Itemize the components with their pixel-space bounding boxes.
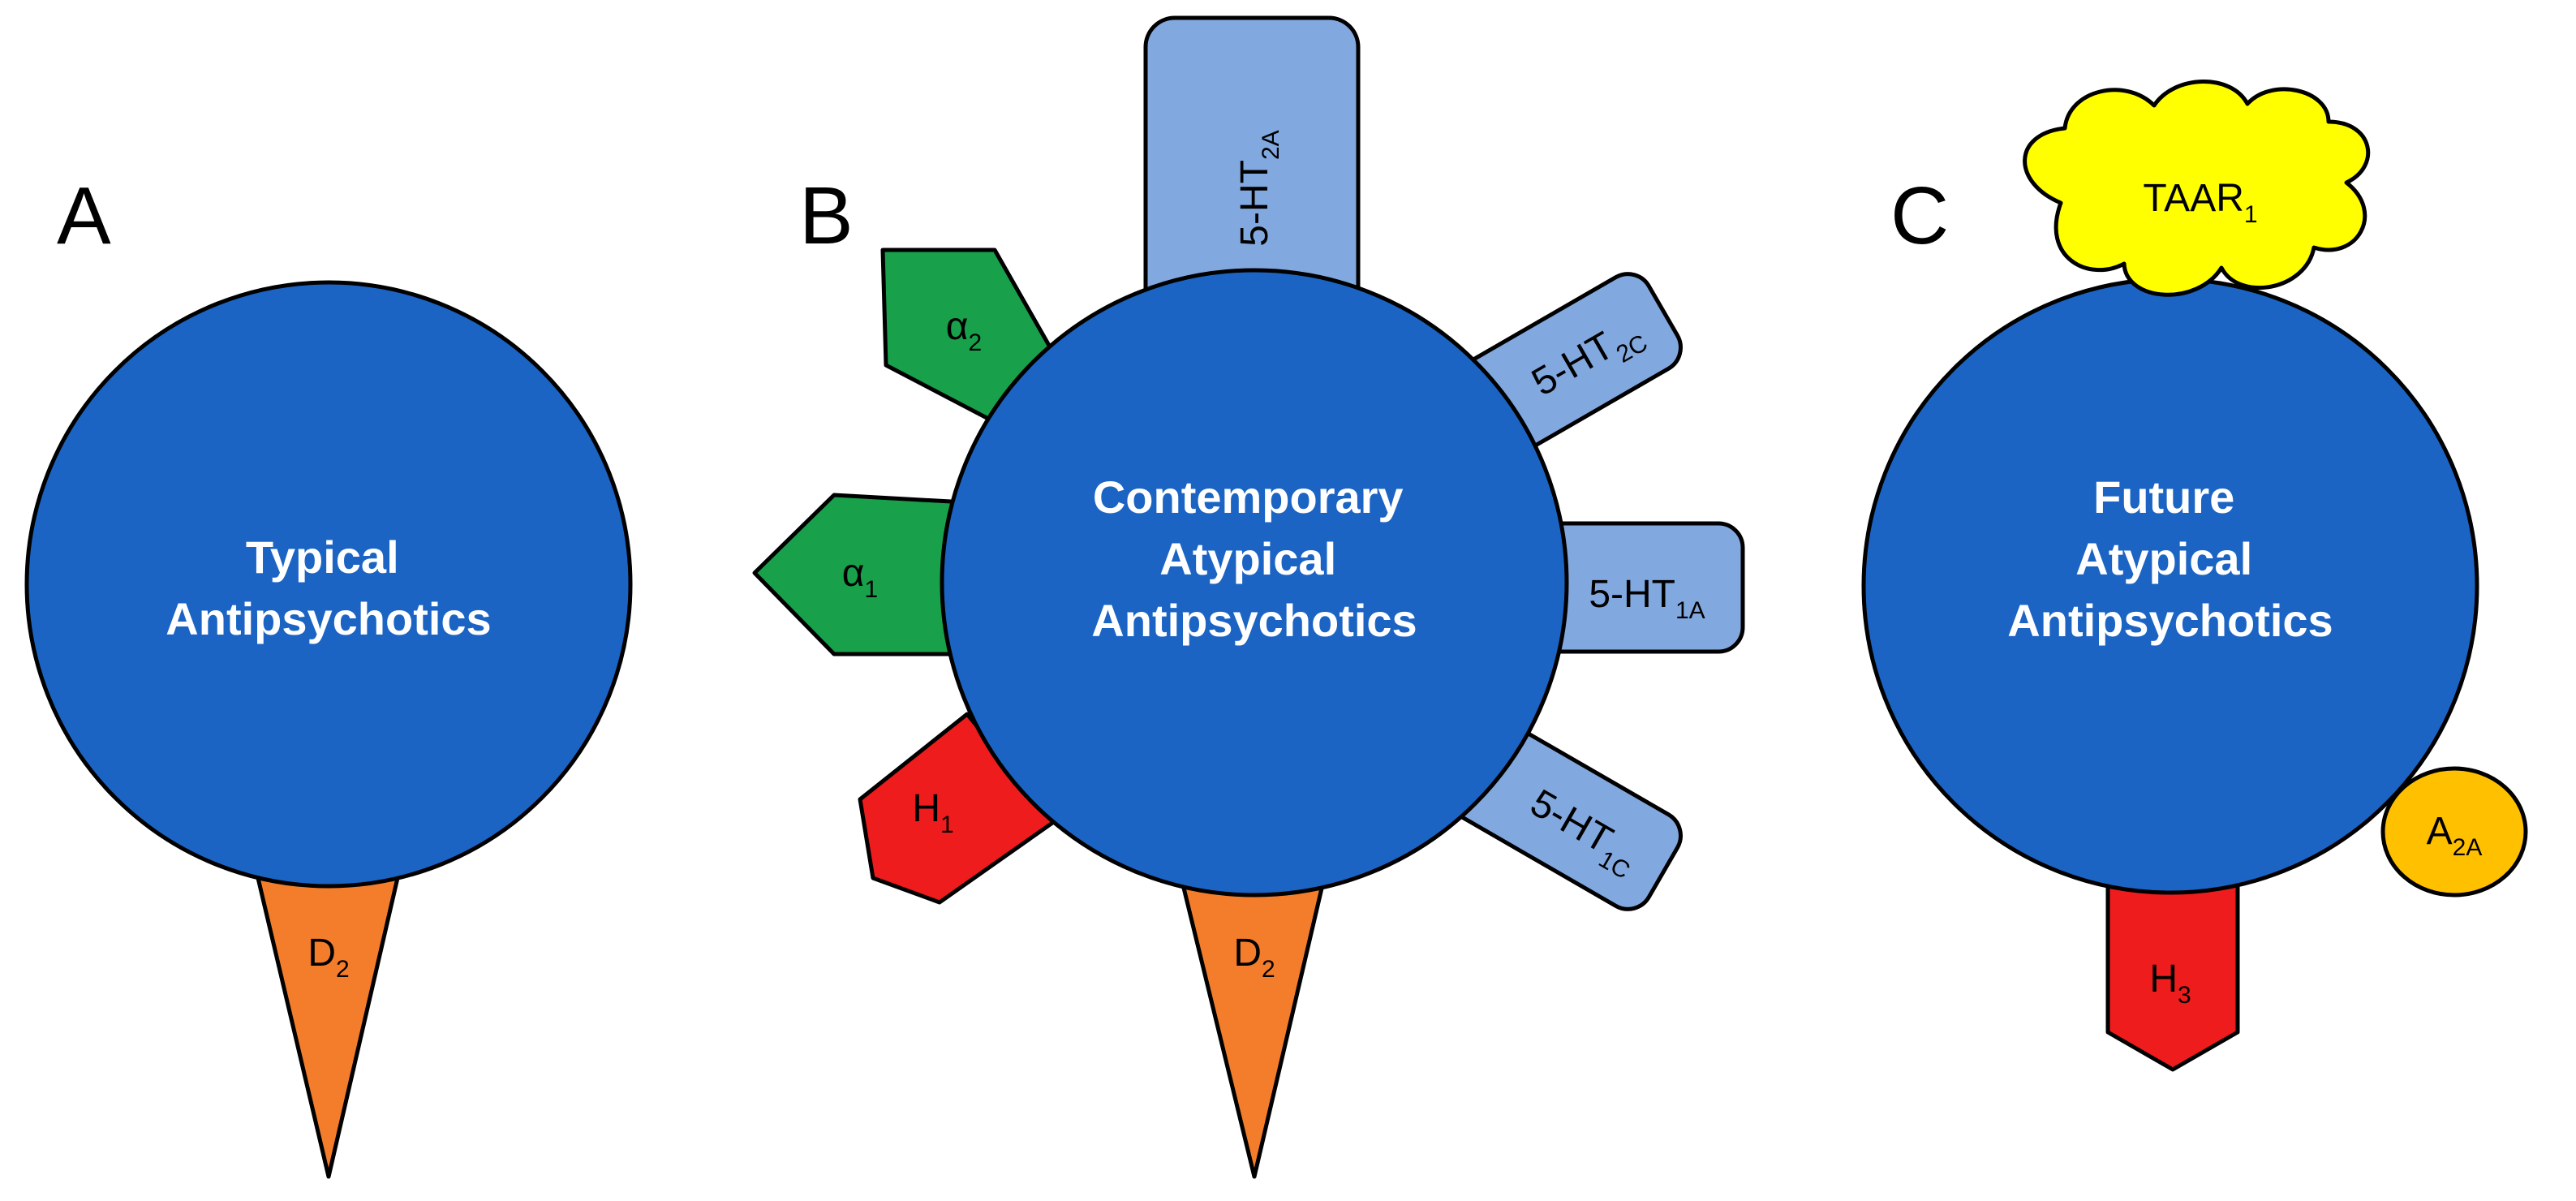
d2-label-b-base: D (1233, 932, 1262, 975)
circle-label-a: Typical Antipsychotics (166, 532, 491, 644)
a2a-label-base: A (2427, 810, 2453, 853)
alpha2-label-base: α (946, 305, 969, 348)
5ht2a-label-sub: 2A (1258, 130, 1284, 160)
h1-label-sub: 1 (940, 811, 954, 838)
circle-label-c-line-1: Future (2093, 471, 2234, 523)
circle-label-b-line-3: Antipsychotics (1091, 595, 1417, 646)
alpha2-label-sub: 2 (969, 329, 983, 356)
contemporary-atypical-antipsychotics-circle (940, 268, 1569, 898)
panel-a-letter: A (57, 170, 111, 261)
5ht1a-label-base: 5-HT (1589, 573, 1675, 616)
a2a-receptor (2380, 766, 2528, 898)
5ht1a-label-sub: 1A (1675, 597, 1705, 624)
5ht2a-label-base: 5-HT (1233, 160, 1276, 247)
circle-label-b: Contemporary Atypical Antipsychotics (1091, 471, 1417, 646)
d2-label-b: D2 (1233, 932, 1275, 983)
alpha1-label-base: α (842, 552, 865, 595)
d2-label-a-sub: 2 (336, 956, 350, 983)
taar1-label-base: TAAR (2143, 177, 2243, 220)
panel-b: B 5-HT2A 5-HT2C 5-HT1A 5-HT1C α2 α1 H1 (752, 15, 1745, 1179)
taar1-label: TAAR1 (2143, 177, 2257, 228)
a2a-label-sub: 2A (2453, 834, 2483, 861)
h1-receptor (858, 712, 1057, 905)
d2-label-a: D2 (307, 932, 349, 983)
panel-c: C H3 TAAR1 A2A Future Atypical Antipsych… (1861, 80, 2528, 1072)
d2-label-b-sub: 2 (1262, 956, 1275, 983)
circle-label-c-line-2: Atypical (2075, 533, 2252, 584)
h3-label: H3 (2149, 958, 2191, 1009)
5ht2a-label: 5-HT2A (1233, 130, 1284, 246)
alpha2-label: α2 (946, 305, 982, 356)
h3-label-base: H (2149, 958, 2178, 1001)
d2-receptor-b (1179, 876, 1327, 1179)
circle-label-c-line-3: Antipsychotics (2007, 595, 2333, 646)
taar1-label-sub: 1 (2244, 201, 2258, 228)
circle-label-b-line-1: Contemporary (1093, 471, 1404, 523)
panel-c-letter: C (1890, 170, 1949, 261)
alpha1-label: α1 (842, 552, 878, 603)
alpha1-label-sub: 1 (865, 576, 879, 603)
d2-label-a-base: D (307, 932, 336, 975)
typical-antipsychotics-circle (24, 280, 633, 889)
future-atypical-antipsychotics-circle (1861, 277, 2479, 895)
h3-label-sub: 3 (2178, 982, 2191, 1009)
d2-receptor-a (256, 876, 400, 1179)
circle-label-b-line-2: Atypical (1159, 533, 1336, 584)
a2a-label: A2A (2427, 810, 2483, 861)
panel-a: A Typical Antipsychotics D2 (24, 170, 633, 1179)
circle-label-a-line-2: Antipsychotics (166, 593, 491, 644)
circle-label-a-line-1: Typical (246, 532, 399, 583)
circle-label-c: Future Atypical Antipsychotics (2007, 471, 2333, 646)
panel-b-letter: B (799, 170, 854, 261)
5ht1a-label: 5-HT1A (1589, 573, 1705, 624)
taar1-receptor (2023, 80, 2371, 297)
h1-label-base: H (912, 787, 940, 830)
h1-label: H1 (912, 787, 953, 838)
